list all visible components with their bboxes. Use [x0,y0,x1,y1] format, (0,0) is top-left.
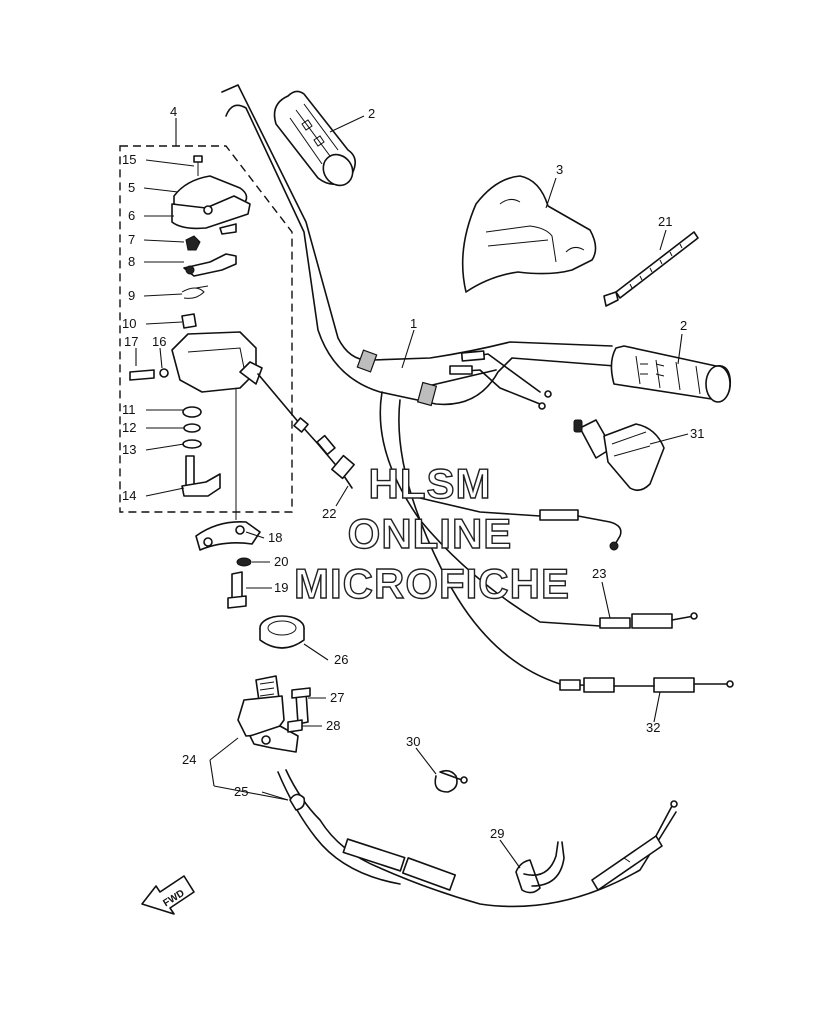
callout-29: 29 [490,826,504,841]
callout-5: 5 [128,180,135,195]
callout-30: 30 [406,734,420,749]
callout-10: 10 [122,316,136,331]
callout-1: 1 [410,316,417,331]
callout-14: 14 [122,488,136,503]
callout-20: 20 [274,554,288,569]
throttle-assembly-box [119,145,293,513]
left-grip [273,90,356,187]
cable-assemblies [379,391,734,693]
callout-7: 7 [128,232,135,247]
callout-23: 23 [592,566,606,581]
callout-9: 9 [128,288,135,303]
callout-3: 3 [556,162,563,177]
callout-15: 15 [122,152,136,167]
callout-4: 4 [170,104,177,119]
callout-24: 24 [182,752,196,767]
throttle-cable-ends [449,350,552,410]
right-grip [610,345,732,403]
callout-18: 18 [268,530,282,545]
callout-labels: 4 15 5 6 7 8 9 10 17 16 11 12 13 14 18 2… [122,104,704,841]
handlebar-cover [461,175,597,293]
callout-leaders [135,115,689,869]
throttle-assembly-parts [129,155,263,520]
callout-6: 6 [128,208,135,223]
callout-8: 8 [128,254,135,269]
cable-band [515,841,565,894]
switch-boot [573,419,665,492]
callout-17: 17 [124,334,138,349]
lower-cable [277,769,678,908]
handlebar [221,84,616,407]
callout-12: 12 [122,420,136,435]
callout-22: 22 [322,506,336,521]
watermark: HLSM ONLINE MICROFICHE [293,459,570,607]
callout-25: 25 [234,784,248,799]
clamp-and-bolt [195,520,261,609]
watermark-line-2: ONLINE [348,510,513,557]
throttle-cable [257,373,355,489]
fwd-direction-arrow: FWD [141,875,195,915]
watermark-line-3: MICROFICHE [294,560,570,607]
callout-32: 32 [646,720,660,735]
watermark-line-1: HLSM [369,460,492,507]
callout-28: 28 [326,718,340,733]
callout-11: 11 [122,402,136,417]
callout-21: 21 [658,214,672,229]
callout-2-right-grip: 2 [680,318,687,333]
callout-31: 31 [690,426,704,441]
start-stop-switch [237,615,311,811]
cable-tie [603,231,699,307]
callout-27: 27 [330,690,344,705]
callout-26: 26 [334,652,348,667]
callout-19: 19 [274,580,288,595]
callout-13: 13 [122,442,136,457]
callout-2-left-grip: 2 [368,106,375,121]
callout-16: 16 [152,334,166,349]
wire-clip [434,769,468,793]
